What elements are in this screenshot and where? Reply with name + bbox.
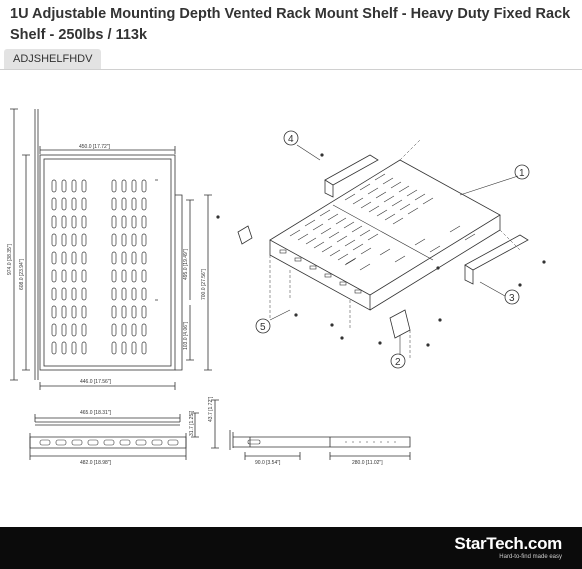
startech-logo[interactable]: StarTech.com Hard-to-find made easy (454, 534, 562, 561)
vent-slots (51, 179, 147, 355)
product-title: 1U Adjustable Mounting Depth Vented Rack… (10, 6, 571, 43)
front-view-drawing (29, 399, 219, 460)
dim-side-31: 31.7 [1.25"] (189, 410, 195, 436)
tab-underline (0, 69, 582, 70)
dim-height-inner: 608.0 [23.94"] (19, 258, 25, 290)
footer-bar: StarTech.com Hard-to-find made easy (0, 527, 582, 569)
dim-depth-700: 700.0 [27.56"] (201, 268, 207, 300)
callout-circle-3 (504, 289, 520, 305)
dim-depth-103: 103.0 [4.06"] (183, 321, 189, 350)
dim-side-90: 90.0 [3.54"] (255, 460, 281, 466)
top-view-drawing (10, 108, 212, 390)
callout-5: 5 (260, 322, 266, 333)
exploded-view-drawing (216, 130, 546, 369)
logo-brand: StarTech.com (454, 534, 562, 553)
dim-front-482: 482.0 [18.98"] (80, 460, 112, 466)
sku-tab[interactable]: ADJSHELFHDV (4, 49, 102, 69)
technical-drawing: 450.0 [17.72"] 974.0 [38.35"] 608.0 [23.… (7, 108, 546, 466)
callout-circle-5 (255, 318, 271, 334)
dim-top-width: 450.0 [17.72"] (79, 144, 111, 150)
callout-circle-2 (390, 353, 406, 369)
side-view-drawing (229, 430, 411, 460)
callout-1: 1 (519, 168, 525, 179)
callout-circle-4 (283, 130, 299, 146)
dim-bottom-width: 446.0 [17.56"] (80, 379, 112, 385)
dim-side-43: 43.7 [1.72"] (208, 396, 214, 422)
callout-3: 3 (509, 293, 515, 304)
dim-height-total: 974.0 [38.35"] (7, 243, 13, 275)
dim-front-465: 465.0 [18.31"] (80, 410, 112, 416)
logo-tagline: Hard-to-find made easy (499, 554, 562, 560)
callout-4: 4 (288, 134, 294, 145)
callout-circle-1 (514, 164, 530, 180)
callout-2: 2 (395, 357, 401, 368)
dim-depth-495: 495.0 [19.49"] (183, 248, 189, 280)
dim-side-280: 280.0 [11.02"] (352, 460, 383, 466)
